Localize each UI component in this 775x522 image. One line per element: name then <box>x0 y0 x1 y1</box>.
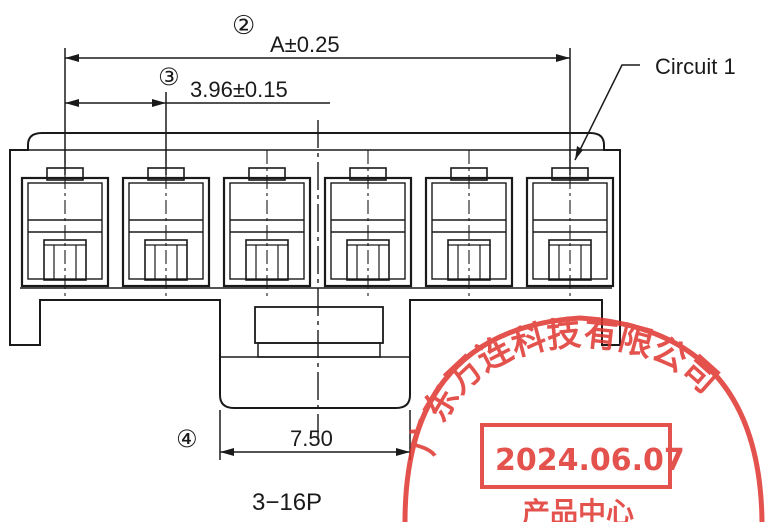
dimension-overall <box>64 48 571 175</box>
part-label: 3−16P <box>252 489 322 516</box>
seal-company-name: 广东万连科技有限公司 <box>402 314 726 460</box>
dimension-pitch-text: 3.96±0.15 <box>190 77 288 102</box>
dimension-pitch <box>65 92 330 175</box>
seal-department: 产品中心 <box>522 496 634 522</box>
circuit-1-label: Circuit 1 <box>655 54 736 79</box>
dimension-bottom-text: 7.50 <box>290 426 333 451</box>
dimension-overall-text: A±0.25 <box>270 32 340 57</box>
company-seal: 广东万连科技有限公司 2024.06.07 产品中心 <box>402 314 765 522</box>
circuit-cavity-3 <box>222 150 312 300</box>
dimension-pitch-marker: ③ <box>158 64 180 91</box>
dimension-overall-marker: ② <box>232 10 255 40</box>
seal-date: 2024.06.07 <box>495 443 685 478</box>
circuit-cavity-2 <box>121 150 211 300</box>
housing-outline <box>9 132 621 409</box>
circuit-cavities <box>20 150 615 300</box>
circuit-cavity-4 <box>323 150 413 300</box>
circuit-1-callout <box>574 64 640 161</box>
dimension-bottom-marker: ④ <box>176 426 198 453</box>
circuit-cavity-5 <box>424 150 514 300</box>
